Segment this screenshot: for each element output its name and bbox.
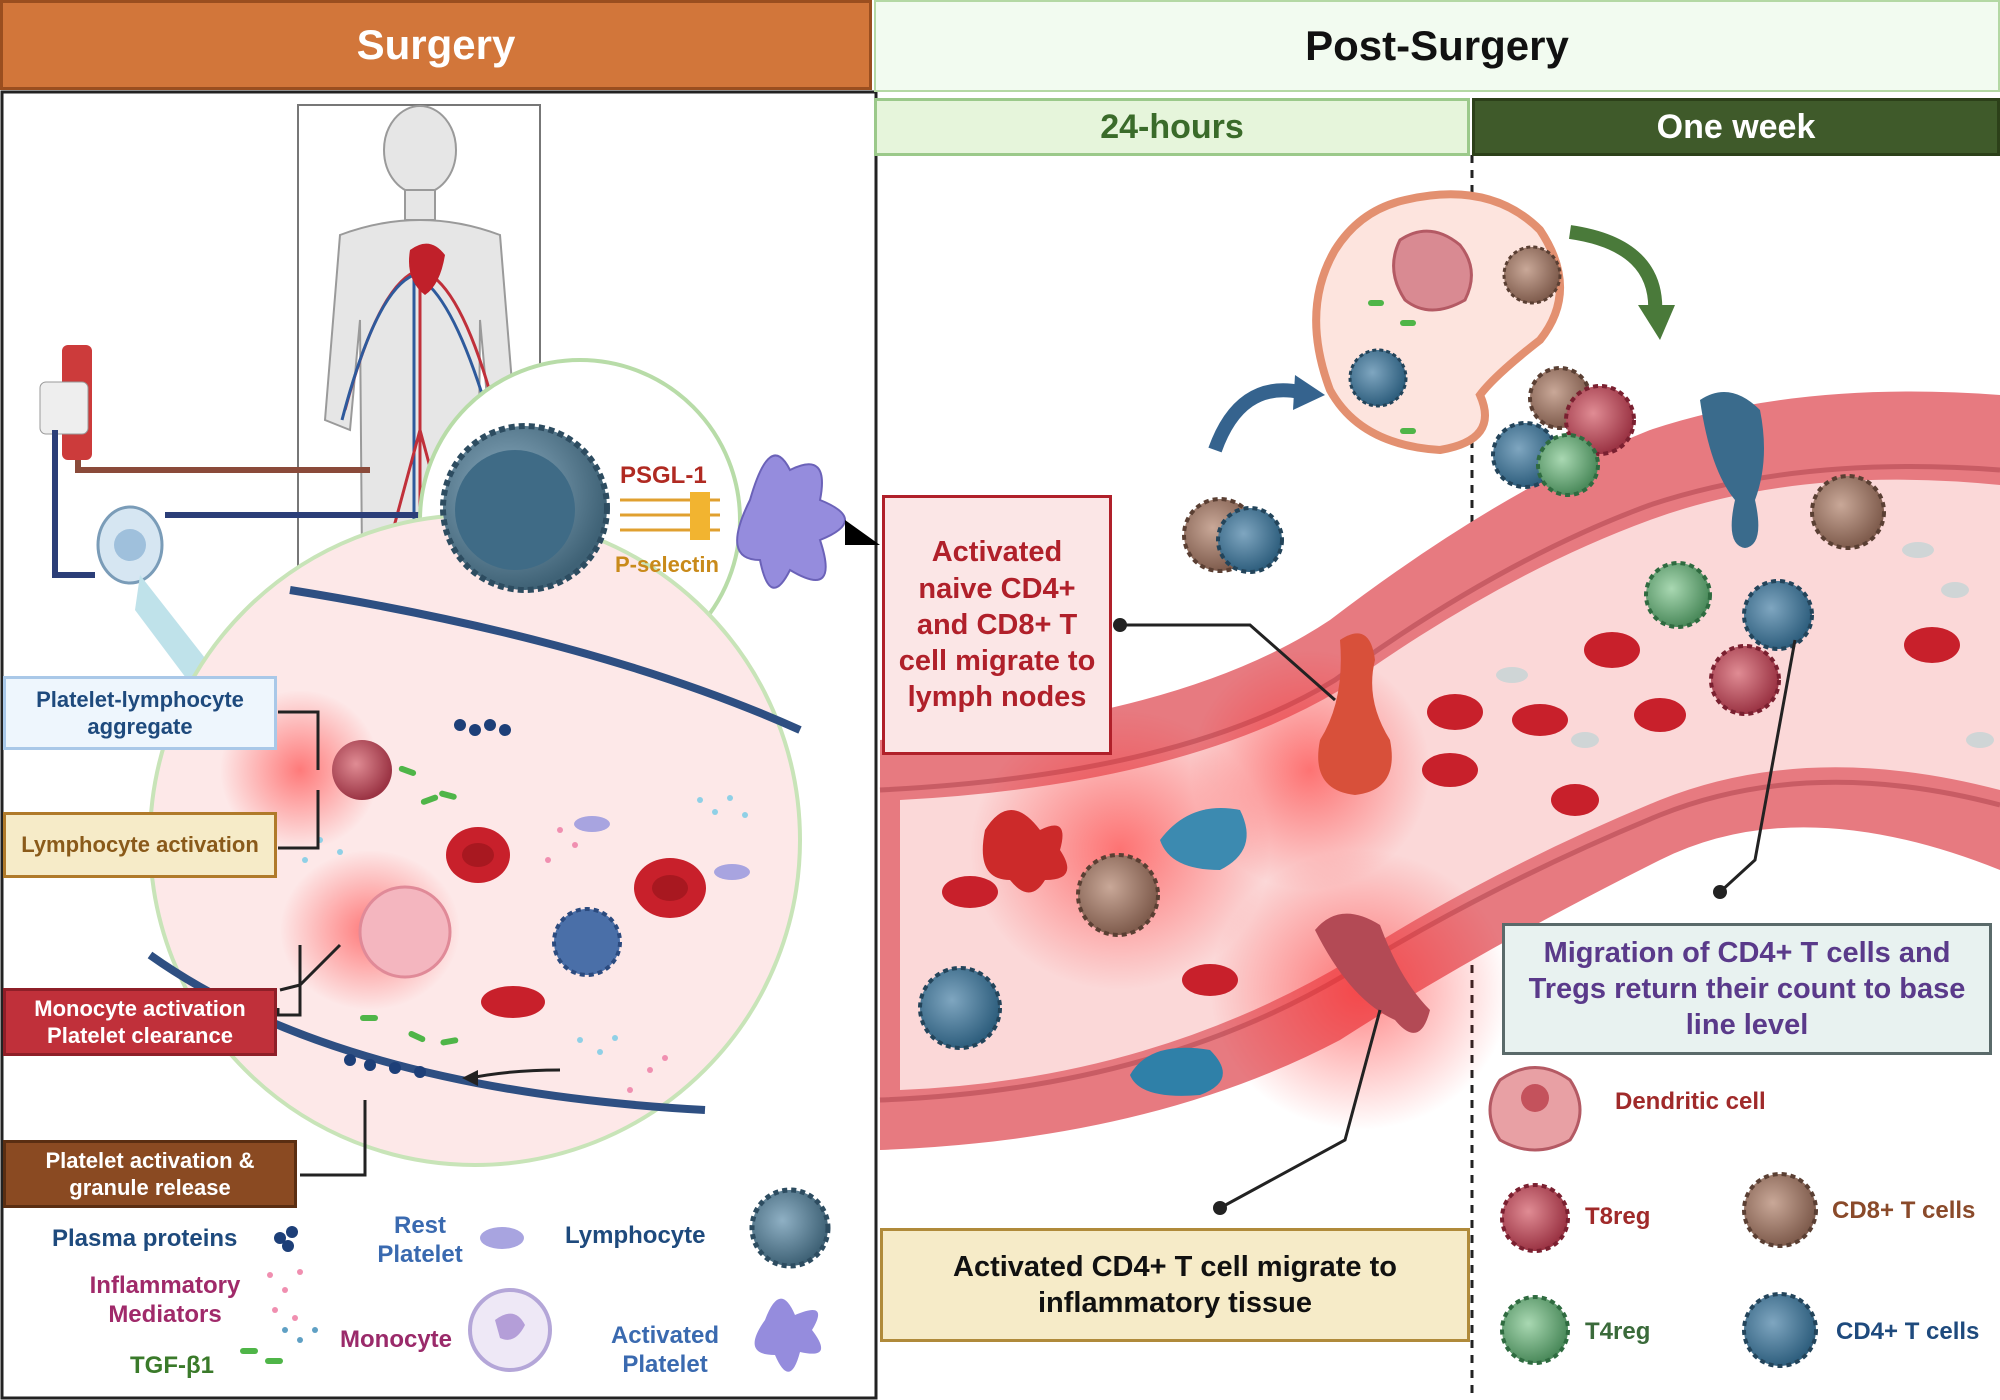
t8reg-legend-icon <box>1500 1183 1570 1253</box>
platelet-lymphocyte-aggregate-text: Platelet-lymphocyte aggregate <box>36 686 244 740</box>
legend-cd4-t-cells: CD4+ T cells <box>1836 1318 1980 1345</box>
mediator-legend-icon <box>267 1269 303 1321</box>
monocyte-activation-box: Monocyte activation Platelet clearance <box>3 988 277 1056</box>
pselectin-label: P-selectin <box>615 552 719 577</box>
hours24-header-text: 24-hours <box>1100 107 1244 146</box>
t4reg-legend-icon <box>1500 1295 1570 1365</box>
legend-t4reg: T4reg <box>1585 1318 1651 1345</box>
plasma-protein-marks <box>344 719 511 1078</box>
monocyte-activated <box>358 885 452 979</box>
lymphocyte-activation-text: Lymphocyte activation <box>21 832 259 858</box>
post-surgery-header-text: Post-Surgery <box>1305 22 1569 69</box>
tgf-legend-icon <box>240 1348 283 1364</box>
rest-platelets-vessel <box>1496 542 1994 748</box>
lymphocyte-activation-box: Lymphocyte activation <box>3 812 277 878</box>
cd8-legend-icon <box>1742 1172 1818 1248</box>
dendritic-cell-node <box>1392 229 1473 312</box>
heart <box>409 243 445 295</box>
activated-naive-text: Activated naive CD4+ and CD8+ T cell mig… <box>898 536 1096 714</box>
activated-cd4-inflammatory-text: Activated CD4+ T cell migrate to inflamm… <box>953 1250 1397 1319</box>
legend-cd8-t-cells: CD8+ T cells <box>1832 1197 1976 1224</box>
platelet-activation-box: Platelet activation & granule release <box>3 1140 297 1208</box>
one-week-header: One week <box>1472 98 2000 156</box>
legend-monocyte: Monocyte <box>340 1326 453 1353</box>
psgl1-label: PSGL-1 <box>620 462 707 489</box>
platelet-lymphocyte-cell <box>332 740 392 800</box>
migration-tregs-box: Migration of CD4+ T cells and Tregs retu… <box>1502 923 1992 1055</box>
lymphocyte-legend-icon <box>749 1187 831 1269</box>
monocyte-activation-text: Monocyte activation Platelet clearance <box>34 995 246 1049</box>
activated-cd4-inflammatory-box: Activated CD4+ T cell migrate to inflamm… <box>880 1228 1470 1342</box>
legend-lymphocyte: Lymphocyte <box>565 1222 706 1249</box>
rest-platelet-legend-icon <box>480 1227 524 1249</box>
legend-activated-platelet: Activated Platelet <box>610 1322 720 1378</box>
migrating-cell-24h <box>1318 633 1392 795</box>
legend-t8reg: T8reg <box>1585 1203 1651 1230</box>
migration-tregs-text: Migration of CD4+ T cells and Tregs retu… <box>1528 936 1966 1042</box>
platelet-lymphocyte-aggregate-box: Platelet-lymphocyte aggregate <box>3 676 277 750</box>
activated-naive-box: Activated naive CD4+ and CD8+ T cell mig… <box>882 495 1112 755</box>
red-cells-vessel <box>942 627 1960 996</box>
post-surgery-header: Post-Surgery <box>874 0 2000 92</box>
mediator-dots <box>302 795 748 1055</box>
cd4-legend-icon <box>1742 1292 1818 1368</box>
legend-rest-platelet: Rest Platelet <box>377 1212 463 1268</box>
legend-tgf-beta1: TGF-β1 <box>130 1352 214 1379</box>
legend-inflammatory-mediators: Inflammatory Mediators <box>89 1272 241 1328</box>
platelet-activation-text: Platelet activation & granule release <box>45 1147 255 1201</box>
activated-platelet-zoom <box>736 454 846 589</box>
legend-dendritic-cell: Dendritic cell <box>1615 1088 1766 1115</box>
dendritic-cell-vessel <box>982 810 1068 893</box>
tgf-marks <box>360 765 459 1046</box>
plasma-protein-legend-icon <box>274 1226 298 1252</box>
one-week-header-text: One week <box>1656 107 1816 146</box>
surgery-header: Surgery <box>0 0 872 90</box>
activated-platelet-legend-icon <box>754 1298 822 1372</box>
legend-plasma-proteins: Plasma proteins <box>52 1225 238 1252</box>
surgery-header-text: Surgery <box>356 21 516 68</box>
hours24-header: 24-hours <box>874 98 1470 156</box>
